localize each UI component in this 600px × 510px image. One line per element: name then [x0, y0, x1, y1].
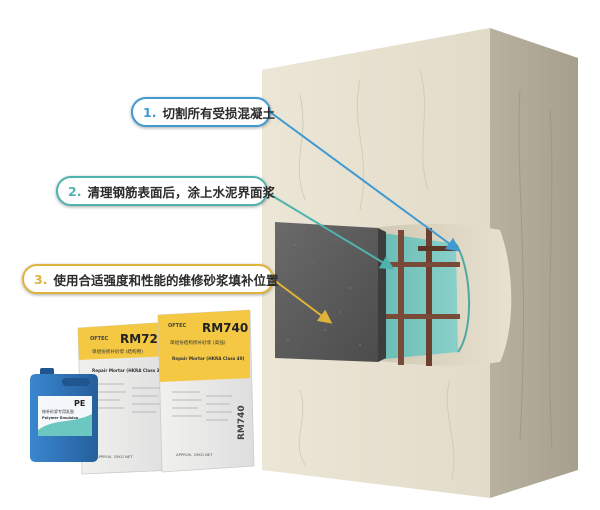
rebar-stub [418, 246, 458, 251]
callout-step-2-number: 2. [68, 183, 82, 199]
column-side-face [490, 28, 578, 498]
bag-rm725-name-en: Repair Mortar (HKRA Class 35) [92, 368, 164, 373]
jerrycan-code: PE [74, 399, 85, 408]
product-bag-rm740: OFTEC RM740 单组份结构修补砂浆 (高强) Repair Mortar… [157, 309, 255, 473]
bag-rm740-band [158, 310, 250, 382]
rebar-horizontal-2 [382, 314, 460, 319]
bag-rm725-band [78, 322, 171, 360]
product-jerrycan-pe: PE 修补砂浆专用乳胶 Polymer Emulsion [30, 368, 98, 462]
rebar-horizontal-1 [382, 262, 460, 267]
bag-rm740-net-weight: APPROX. 25KG NET [176, 452, 213, 457]
jerrycan-name-en: Polymer Emulsion [42, 416, 79, 420]
callout-step-1-number: 1. [143, 104, 157, 120]
mortar-front [275, 222, 378, 362]
concrete-texture [298, 69, 553, 481]
bag-rm740-fineprint [172, 391, 232, 421]
product-bag-rm725: OFTEC RM725 单组份修补砂浆 (结构用) Repair Mortar … [77, 321, 177, 475]
bag-rm725-name-cn: 单组份修补砂浆 (结构用) [92, 348, 143, 355]
callout-step-1-text: 切割所有受损混凝土 [162, 105, 275, 121]
bag-rm725-code: RM725 [120, 332, 166, 346]
jerrycan-label-swoosh [38, 414, 92, 436]
jerrycan-handle [62, 378, 90, 386]
repair-cavity [372, 223, 512, 366]
bag-rm725-net-weight: APPROX. 25KG NET [96, 454, 133, 459]
jerrycan-name-cn: 修补砂浆专用乳胶 [42, 408, 74, 414]
leader-arrow-step-1 [269, 111, 461, 252]
callout-step-3: 3. 使用合适强度和性能的维修砂浆填补位置 [22, 264, 278, 294]
rebar-grid [382, 228, 460, 366]
callout-step-2-text: 清理钢筋表面后，涂上水泥界面浆 [87, 184, 275, 200]
callout-step-3-text: 使用合适强度和性能的维修砂浆填补位置 [53, 272, 279, 288]
bag-rm740-side-code: RM740 [237, 405, 247, 440]
callout-step-3-number: 3. [34, 271, 48, 287]
bonding-coat [376, 232, 458, 360]
callout-step-2: 2. 清理钢筋表面后，涂上水泥界面浆 [56, 176, 275, 206]
concrete-column [262, 28, 578, 498]
bag-rm725-fineprint [94, 383, 160, 413]
callout-step-1: 1. 切割所有受损混凝土 [131, 97, 275, 127]
bonding-coat-edge [455, 243, 471, 353]
rebar-vertical-1 [398, 230, 404, 365]
bag-rm740-name-cn: 单组份结构修补砂浆 (高强) [170, 339, 226, 346]
bag-rm740-name-en: Repair Mortar (HKRA Class 40) [172, 356, 244, 361]
bag-rm740-code: RM740 [202, 321, 248, 335]
rebar-vertical-2 [426, 228, 432, 366]
bag-rm740-brand: OFTEC [168, 323, 186, 329]
leader-arrow-step-2 [265, 191, 395, 270]
leader-arrow-step-3 [273, 279, 333, 324]
mortar-side [378, 228, 386, 362]
bag-rm725-brand: OFTEC [90, 336, 108, 342]
